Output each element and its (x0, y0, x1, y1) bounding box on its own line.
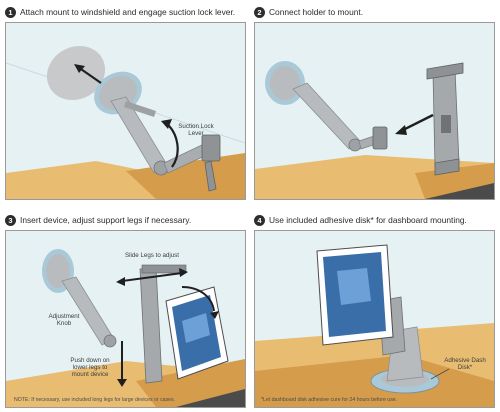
adhesive-disk-label: Adhesive Dash Disk* (444, 357, 486, 371)
step-number-badge-icon: 1 (5, 6, 16, 18)
step-1-caption-row: 1 Attach mount to windshield and engage … (5, 4, 235, 20)
step-1: 1 Attach mount to windshield and engage … (5, 4, 246, 200)
step-4-caption: Use included adhesive disk* for dashboar… (269, 215, 467, 225)
step-2-caption-row: 2 Connect holder to mount. (254, 4, 363, 20)
step-1-illustration: Suction Lock Lever (5, 22, 246, 200)
holder-connect-drawing (255, 23, 494, 199)
step-3-illustration: Slide Legs to adjust Adjustment Knob Pus… (5, 230, 246, 408)
step-3-caption-row: 3 Insert device, adjust support legs if … (5, 212, 191, 228)
step-2-illustration (254, 22, 495, 200)
suction-lock-lever-label: Suction Lock Lever (178, 123, 214, 137)
step-number-badge-icon: 2 (254, 6, 265, 18)
step-4-caption-row: 4 Use included adhesive disk* for dashbo… (254, 212, 467, 228)
push-down-label: Push down on lower legs to mount device (70, 357, 110, 378)
curved-arrow-icon (181, 286, 215, 312)
step-4-illustration: Adhesive Dash Disk* *Let dashboard disk … (254, 230, 495, 408)
step-3-note: NOTE: If necessary, use included long le… (14, 397, 176, 403)
step-2-caption: Connect holder to mount. (269, 7, 364, 17)
windshield-mount-drawing (6, 23, 245, 199)
step-1-caption: Attach mount to windshield and engage su… (20, 7, 236, 17)
step-number-badge-icon: 4 (254, 214, 265, 226)
slide-legs-label: Slide Legs to adjust (124, 252, 179, 259)
step-2: 2 Connect holder to mount. (254, 4, 495, 200)
step-3: 3 Insert device, adjust support legs if … (5, 212, 246, 408)
adjustment-knob-label: Adjustment Knob (48, 313, 80, 327)
step-4-note: *Let dashboard disk adhesive cure for 24… (261, 397, 398, 403)
step-4: 4 Use included adhesive disk* for dashbo… (254, 212, 495, 408)
dashboard-disk-drawing (255, 231, 494, 407)
step-number-badge-icon: 3 (5, 214, 16, 226)
suction-disk (46, 45, 106, 101)
insert-device-drawing (6, 231, 245, 407)
double-arrow-icon (121, 272, 183, 282)
step-3-caption: Insert device, adjust support legs if ne… (20, 215, 192, 225)
connect-arrow-icon (400, 113, 434, 133)
